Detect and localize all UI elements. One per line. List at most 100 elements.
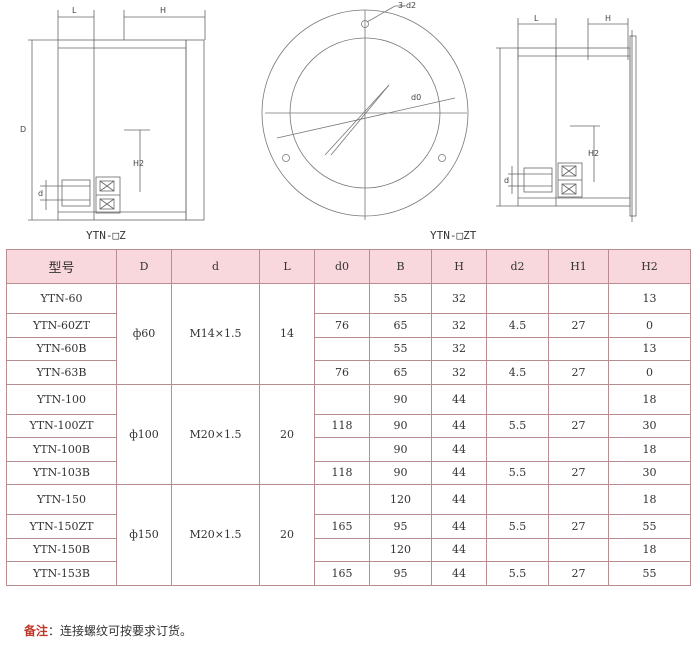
column-header: 型号 <box>6 249 117 284</box>
cell-H1 <box>548 383 609 415</box>
cell-d0 <box>314 484 370 515</box>
label-D: D <box>20 125 26 134</box>
label-d-right: d <box>504 176 509 185</box>
cell-B: 95 <box>369 514 432 539</box>
cell-H1: 27 <box>548 413 609 438</box>
label-d-left: d <box>38 189 43 198</box>
label-H-left: H <box>160 6 166 15</box>
cell-d0 <box>314 283 370 314</box>
cell-H: 32 <box>431 313 487 338</box>
cell-d2 <box>486 383 549 415</box>
cell-H1 <box>548 437 609 462</box>
cell-H2: 55 <box>608 561 691 586</box>
cell-H: 32 <box>431 336 487 361</box>
cell-H1: 27 <box>548 360 609 385</box>
cell-H: 44 <box>431 460 487 485</box>
cell-B: 65 <box>369 313 432 338</box>
cell-B: 90 <box>369 437 432 462</box>
cell-model: YTN-60B <box>6 336 117 361</box>
cell-H: 44 <box>431 561 487 586</box>
column-header: H2 <box>608 249 691 284</box>
cell-d2 <box>486 437 549 462</box>
cell-L: 14 <box>259 283 315 385</box>
cell-d2: 4.5 <box>486 313 549 338</box>
cell-H2: 30 <box>608 460 691 485</box>
cell-d0: 118 <box>314 413 370 438</box>
cell-d2 <box>486 484 549 515</box>
cell-d0: 165 <box>314 514 370 539</box>
cell-H1 <box>548 484 609 515</box>
cell-H2: 13 <box>608 283 691 314</box>
cell-H1: 27 <box>548 460 609 485</box>
column-header: d <box>171 249 260 284</box>
cell-d2: 5.5 <box>486 413 549 438</box>
cell-model: YTN-100B <box>6 437 117 462</box>
side-view-drawing-ytn-zt: L H H2 d <box>496 14 637 222</box>
column-header: L <box>259 249 315 284</box>
cell-d2 <box>486 336 549 361</box>
cell-d2: 5.5 <box>486 460 549 485</box>
cell-B: 55 <box>369 336 432 361</box>
cell-H2: 18 <box>608 383 691 415</box>
cell-B: 120 <box>369 484 432 515</box>
cell-d: M20×1.5 <box>171 484 260 586</box>
cell-L: 20 <box>259 383 315 485</box>
note-text: ：连接螺纹可按要求订货。 <box>48 624 193 638</box>
cell-d0: 76 <box>314 313 370 338</box>
cell-H1 <box>548 336 609 361</box>
cell-B: 90 <box>369 383 432 415</box>
cell-d2: 4.5 <box>486 360 549 385</box>
cell-H: 44 <box>431 484 487 515</box>
cell-model: YTN-100ZT <box>6 413 117 438</box>
cell-d2 <box>486 283 549 314</box>
cell-model: YTN-60 <box>6 283 117 314</box>
cell-model: YTN-150 <box>6 484 117 515</box>
cell-B: 65 <box>369 360 432 385</box>
cell-H: 32 <box>431 360 487 385</box>
cell-H1: 27 <box>548 313 609 338</box>
cell-H2: 18 <box>608 484 691 515</box>
label-d0: d0 <box>411 93 421 102</box>
cell-d0 <box>314 383 370 415</box>
label-L-right: L <box>534 14 539 23</box>
column-header: H1 <box>548 249 609 284</box>
label-H-right: H <box>605 14 611 23</box>
cell-d2: 5.5 <box>486 561 549 586</box>
cell-H1 <box>548 283 609 314</box>
cell-model: YTN-150ZT <box>6 514 117 539</box>
cell-H: 44 <box>431 537 487 562</box>
cell-d2 <box>486 537 549 562</box>
column-header: d0 <box>314 249 370 284</box>
side-view-drawing-ytn-z: L H D H2 d <box>20 6 206 221</box>
cell-B: 90 <box>369 460 432 485</box>
label-3-d2: 3-d2 <box>398 1 416 10</box>
cell-d0: 118 <box>314 460 370 485</box>
cell-H2: 0 <box>608 313 691 338</box>
cell-d0: 76 <box>314 360 370 385</box>
cell-B: 55 <box>369 283 432 314</box>
cell-d0: 165 <box>314 561 370 586</box>
cell-model: YTN-63B <box>6 360 117 385</box>
column-header: D <box>116 249 172 284</box>
label-H2-left: H2 <box>133 159 144 168</box>
cell-H: 44 <box>431 437 487 462</box>
label-L-left: L <box>72 6 77 15</box>
cell-d0 <box>314 537 370 562</box>
cell-d0 <box>314 437 370 462</box>
cell-model: YTN-100 <box>6 383 117 415</box>
